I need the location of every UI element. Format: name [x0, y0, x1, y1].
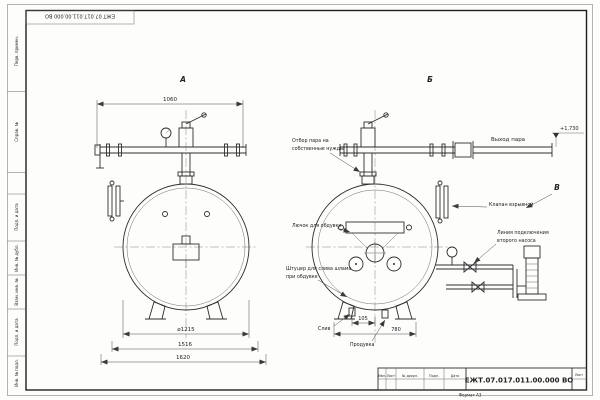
view-v-arrow: В [525, 183, 560, 209]
title-col-docnum: № докум. [402, 374, 418, 378]
title-col-podp: Подп. [429, 374, 439, 378]
doc-number-top-block: ЕЖТ 07.017.011.00.000 ВО [25, 10, 135, 25]
margin-label: Инв. № подл. [14, 359, 19, 387]
sheet-frame [7, 4, 593, 396]
view-a-vessel [122, 183, 250, 320]
view-v-label: В [554, 183, 560, 192]
title-col-list: Лист [387, 374, 395, 378]
doc-number-top: ЕЖТ 07.017.011.00.000 ВО [45, 13, 115, 19]
annotation-steam-tap: Отбор пара на собственные нужды [292, 138, 361, 173]
margin-label: Взам. инв. № [14, 278, 19, 305]
steam-tap-line2: собственные нужды [292, 146, 344, 152]
steam-tap-line1: Отбор пара на [292, 138, 329, 144]
vessel-leg [206, 301, 224, 320]
dim-1060-text: 1060 [163, 97, 177, 103]
annotation-sludge: Штуцер для слива шлама при обдувке [286, 266, 351, 298]
level-mark-text: +1,730 [560, 126, 579, 132]
format-label: Формат А3 [459, 393, 482, 398]
margin-label: Справ. № [14, 122, 19, 141]
feed-pump [517, 245, 547, 301]
blow-hatch-label: Лючок для обдувки [292, 223, 342, 229]
dim-1620-text: 1620 [176, 355, 190, 361]
second-pump-line1: Линия подключения [497, 230, 549, 236]
margin-label: Инв. № дубл. [14, 244, 19, 271]
title-block: Изм. Лист № докум. Подп. Дата ЕЖТ.07.017… [377, 367, 587, 391]
explosion-valve-label: Клапан взрывной [489, 201, 533, 208]
annotation-second-pump: Линия подключения второго насоса [473, 230, 549, 264]
view-a-dims: ⌀1215 1516 1620 [100, 300, 267, 365]
annotation-blow-hatch: Лючок для обдувки [292, 223, 351, 233]
safety-valve [360, 112, 389, 148]
dim-105-text: 105 [358, 316, 368, 322]
level-mark: +1,730 [552, 126, 584, 147]
valve-icon [463, 261, 477, 273]
margin-label: Подп. и дата [14, 318, 19, 346]
left-margin: Перв. примен. Справ. № Подп. и дата Инв.… [7, 36, 26, 387]
vessel-leg [395, 301, 413, 320]
view-b: Б [286, 75, 584, 348]
blowdown-nozzle [381, 309, 389, 319]
margin-label: Подп. и дата [14, 203, 19, 231]
pressure-gauge-icon [160, 127, 172, 139]
vessel-leg [148, 301, 166, 320]
view-b-label: Б [427, 75, 433, 84]
view-a-piping [94, 112, 247, 185]
view-a: А 1060 [94, 75, 267, 365]
dim-1516-text: 1516 [178, 342, 192, 348]
annotation-explosion-valve: Клапан взрывной [451, 201, 533, 209]
sludge-line2: при обдувке [286, 274, 318, 280]
safety-valve [178, 112, 207, 148]
sheet-label: Лист [575, 373, 583, 377]
margin-label: Перв. примен. [14, 36, 19, 66]
valve-icon [471, 281, 485, 293]
steam-outlet-label: Выход пара [491, 137, 525, 143]
blow-hatch [345, 221, 405, 234]
pressure-gauge-icon [446, 246, 458, 258]
dim-780-text: 780 [391, 327, 401, 333]
vessel-leg [337, 301, 355, 320]
view-b-side-flange [435, 180, 449, 224]
pump-assembly [436, 245, 547, 301]
doc-number: ЕЖТ.07.017.011.00.000 ВО [465, 377, 574, 385]
view-a-side-flange [107, 180, 124, 222]
sight-glass [386, 256, 402, 272]
view-b-bottom: Слив Продувка 105 780 [318, 313, 417, 348]
drain-label: Слив [318, 326, 331, 332]
blowdown-label: Продувка [350, 342, 374, 348]
second-pump-line2: второго насоса [497, 239, 536, 244]
sludge-line1: Штуцер для слива шлама [286, 266, 351, 272]
sight-glass [348, 256, 364, 272]
dim-diameter-text: ⌀1215 [177, 327, 195, 333]
title-col-data: Дата [451, 374, 459, 378]
title-col-izm: Изм. [378, 374, 386, 378]
dim-1060: 1060 [96, 97, 244, 148]
view-b-piping: +1,730 Выход пара [339, 112, 584, 185]
view-a-label: А [179, 75, 186, 84]
